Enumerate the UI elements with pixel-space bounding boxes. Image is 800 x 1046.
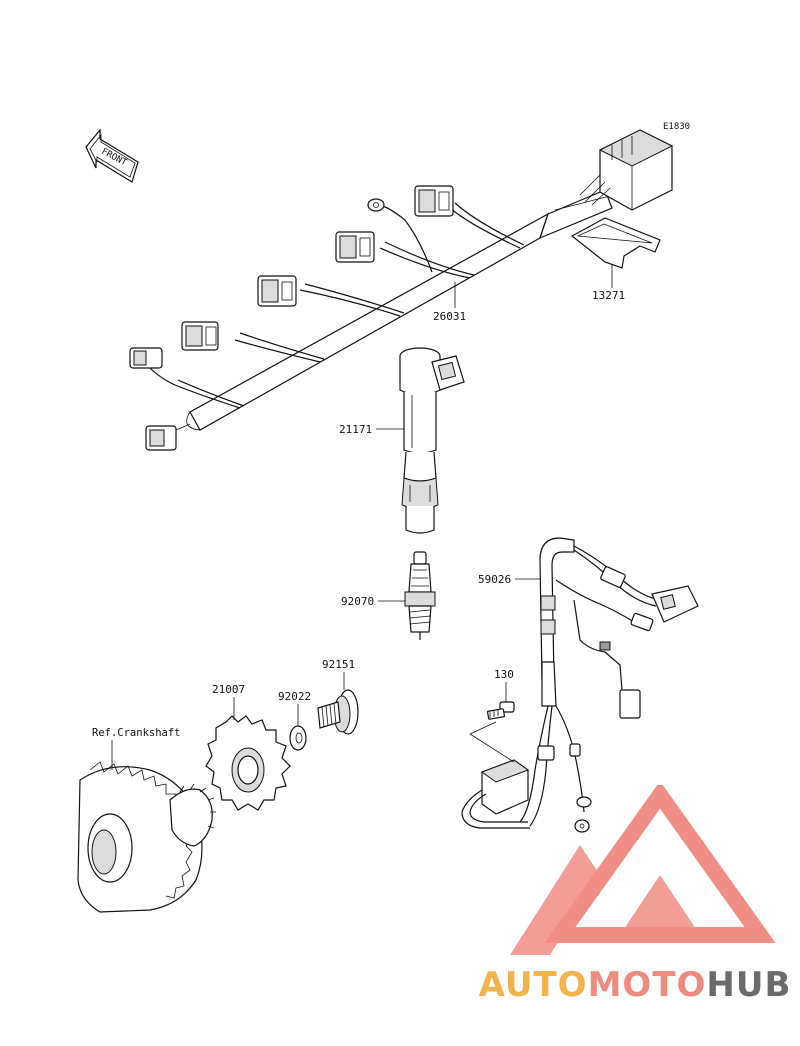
callout-92070: 92070 [341, 595, 374, 608]
main-harness [129, 129, 674, 451]
washer [289, 725, 307, 751]
harness-connector-2 [129, 347, 163, 369]
callout-21007: 21007 [212, 683, 245, 696]
callout-59026: 59026 [478, 573, 511, 586]
bolt-small-leader [469, 721, 515, 763]
harness-connector-5 [335, 231, 375, 263]
timing-rotor [205, 715, 291, 811]
spark-plug [404, 551, 436, 640]
harness-cover [570, 217, 661, 269]
callout-26031: 26031 [433, 310, 466, 323]
bolt-flanged [317, 689, 359, 735]
regulator-connector [579, 129, 674, 211]
crankshaft-reference [77, 761, 216, 913]
diagram-code: E1830 [663, 122, 690, 132]
callout-92022: 92022 [278, 690, 311, 703]
callouts: 26031 13271 21171 92070 59026 130 92151 … [92, 264, 625, 770]
callout-92151: 92151 [322, 658, 355, 671]
harness-connector-6 [414, 185, 454, 217]
callout-ref-crankshaft: Ref.Crankshaft [92, 727, 181, 739]
watermark-text: AUTOMOTOHUB [470, 965, 800, 1005]
ignition-coil [399, 347, 465, 534]
watermark-logo: AUTOMOTOHUB [470, 781, 800, 1015]
watermark-hub: HUB [706, 965, 792, 1005]
harness-connector-4 [257, 275, 297, 307]
watermark-moto: MOTO [587, 965, 707, 1005]
harness-connector-3 [181, 321, 219, 351]
watermark-auto: AUTO [478, 965, 588, 1005]
harness-connector-1 [145, 423, 191, 451]
callout-13271: 13271 [592, 289, 625, 302]
callout-21171: 21171 [339, 423, 372, 436]
triangle-logo-icon [510, 781, 776, 955]
sub-harness [461, 537, 699, 833]
callout-130: 130 [494, 668, 514, 681]
front-arrow-icon: FRONT [85, 128, 139, 183]
bolt-small [486, 701, 515, 720]
